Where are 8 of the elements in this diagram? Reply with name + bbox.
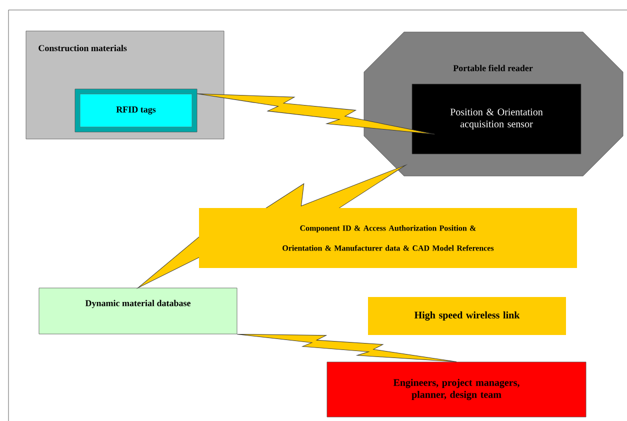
lightning-bolt bbox=[236, 334, 457, 362]
team-box: Engineers, project managers, planner, design team bbox=[326, 362, 586, 418]
legend-box: High speed wireless link bbox=[368, 297, 566, 335]
tag-box: RFID tags bbox=[74, 88, 198, 132]
lightning-bolt bbox=[196, 94, 436, 134]
database-box: Dynamic material database bbox=[38, 288, 238, 334]
edge-label: Component ID & Access Authorization Position & Orientation & Manufacturer data & CAD Model References bbox=[199, 208, 577, 268]
sensor-box: Position & Orientation acquisition sensor bbox=[412, 84, 582, 154]
